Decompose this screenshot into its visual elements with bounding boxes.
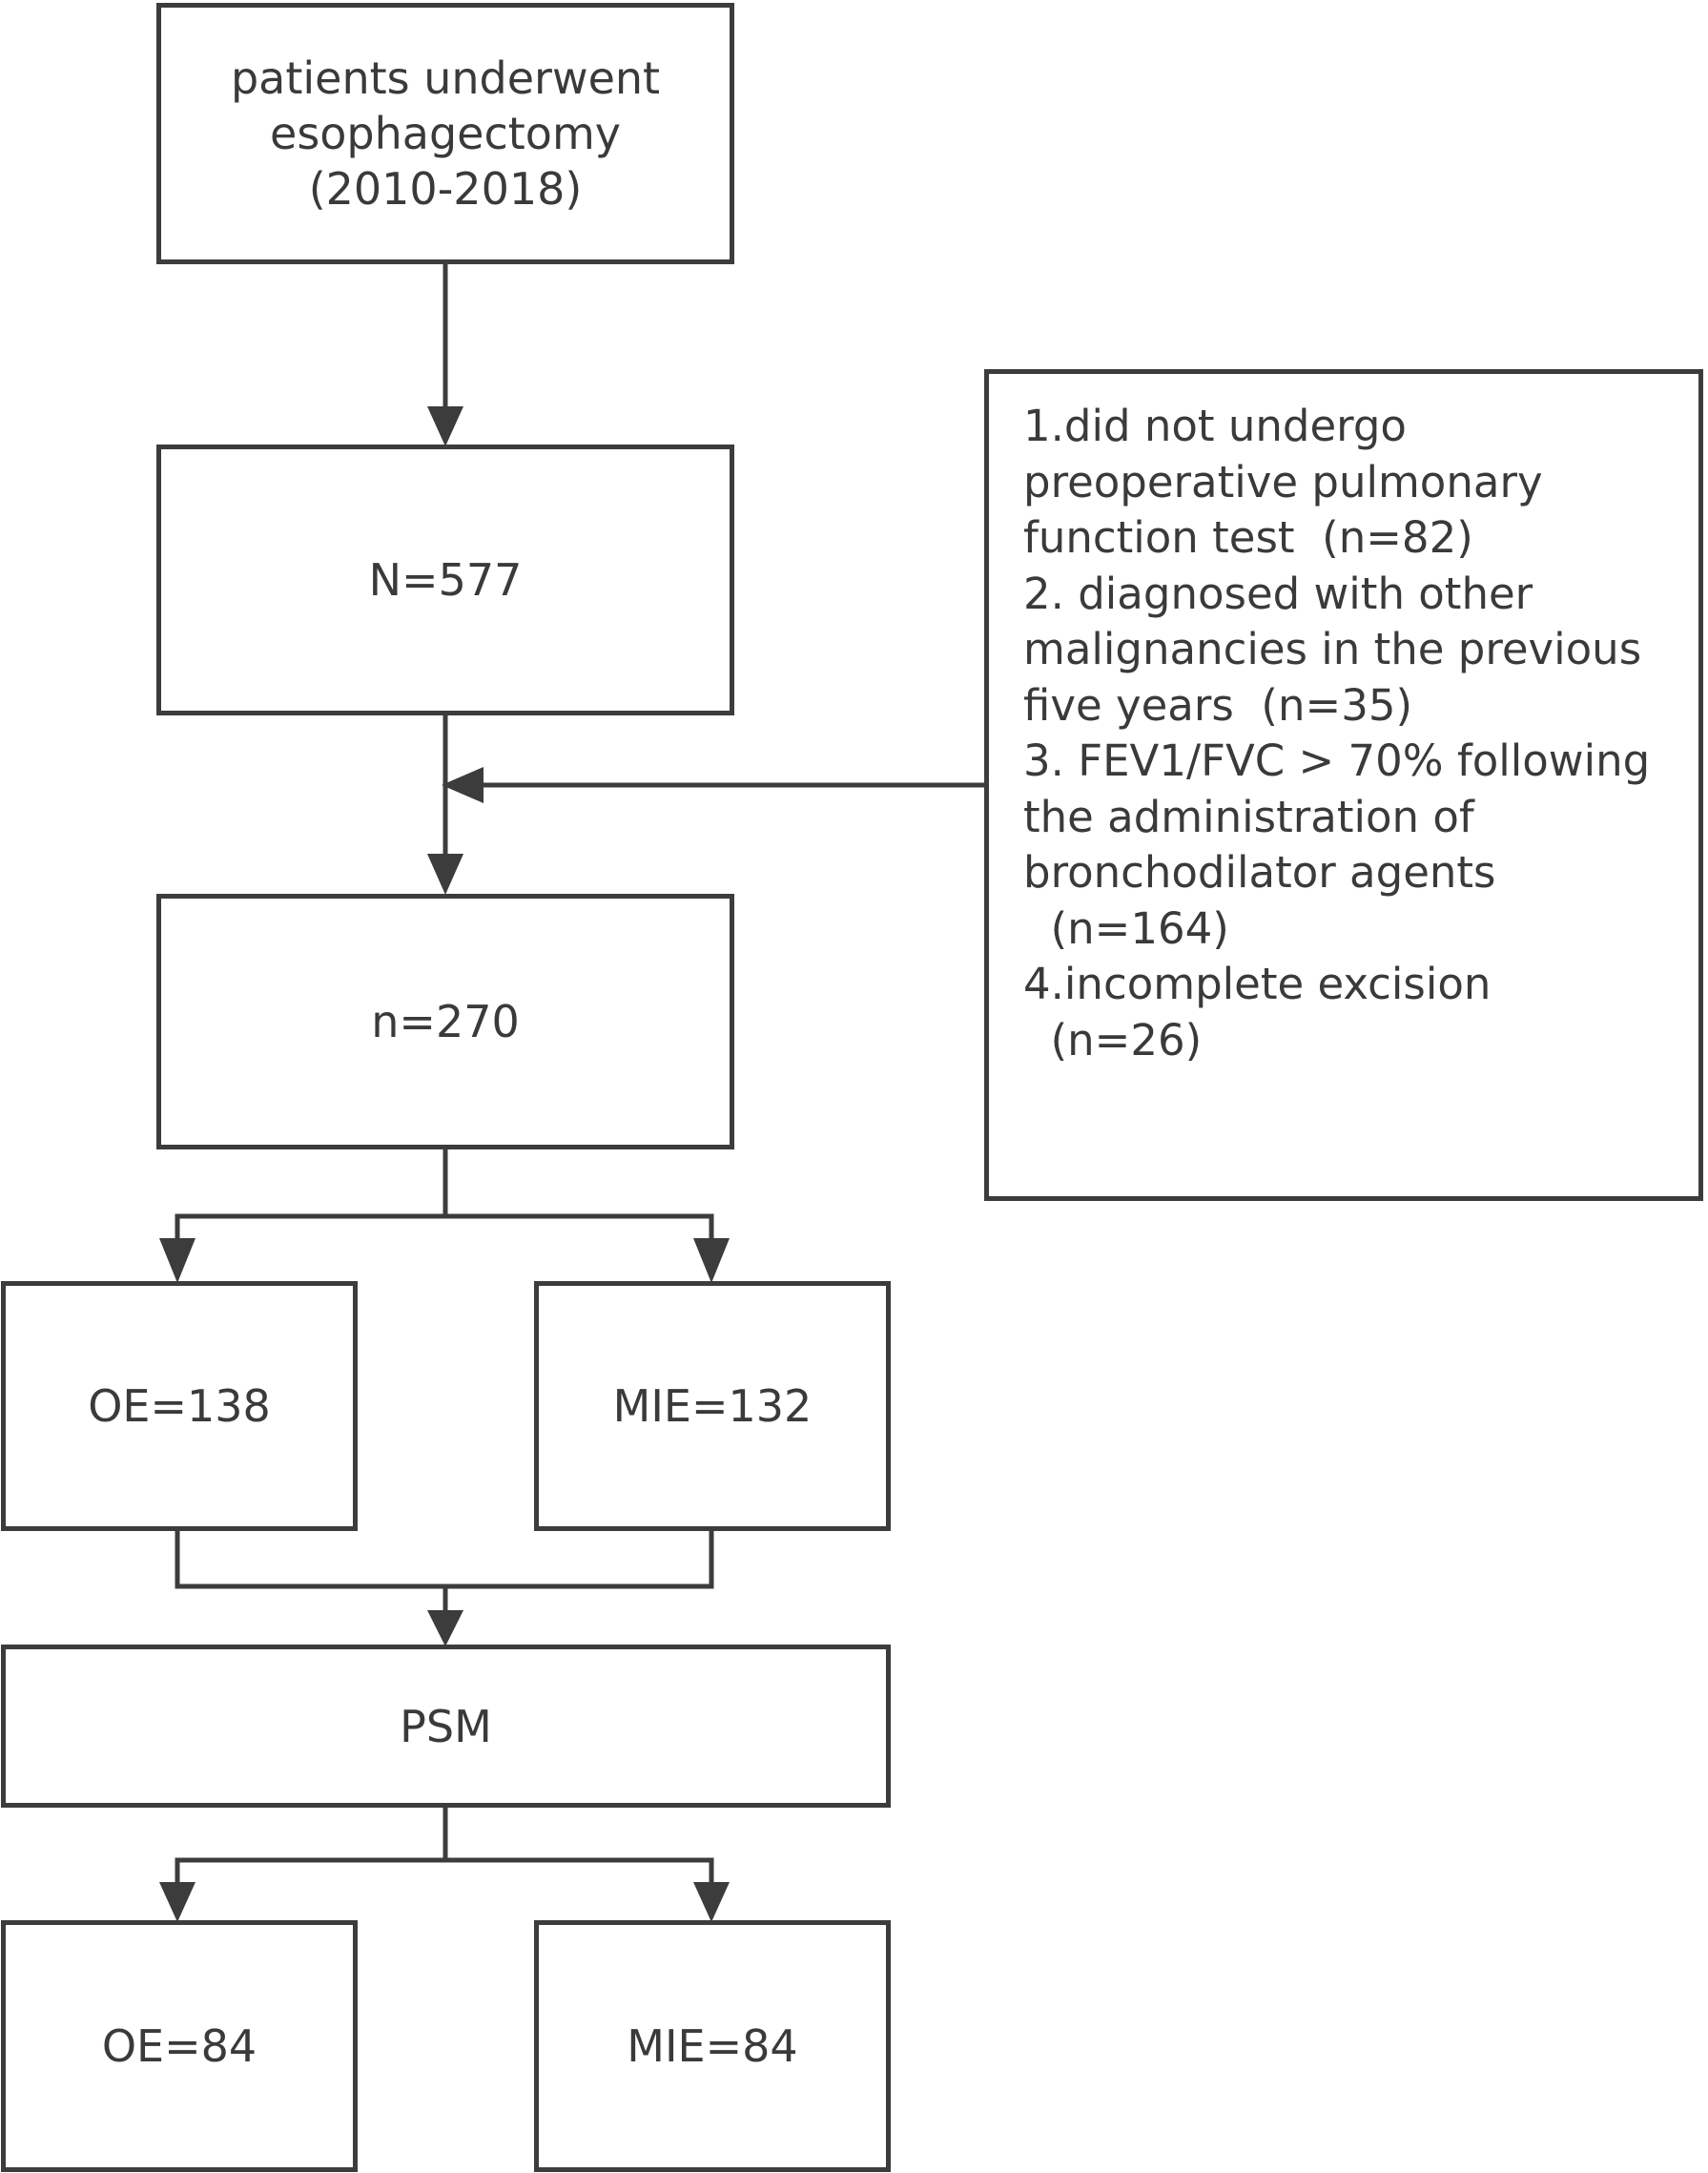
psm-box: PSM <box>1 1645 891 1808</box>
arrowhead-psm <box>427 1610 463 1646</box>
mie-post-box-label: MIE=84 <box>627 2020 798 2072</box>
exclusion-line: 1.did not undergo <box>1023 401 1407 451</box>
included-box-label: n=270 <box>371 996 520 1047</box>
connector-split-2 <box>175 1806 448 1884</box>
arrowhead-start-to-total <box>427 406 463 446</box>
oe-pre-box-label: OE=138 <box>88 1380 271 1432</box>
total-box-label: N=577 <box>368 554 523 606</box>
included-box: n=270 <box>156 894 734 1149</box>
connector-split-1 <box>175 1147 448 1240</box>
exclusion-line: (n=26) <box>1023 1014 1203 1066</box>
exclusion-criteria-box: 1.did not undergo preoperative pulmonary… <box>984 369 1703 1201</box>
exclusion-line: the administration of <box>1023 791 1474 842</box>
exclusion-line: malignancies in the previous <box>1023 624 1642 674</box>
start-box-label: patients underwent esophagectomy (2010-2… <box>230 52 661 215</box>
exclusion-line: 4.incomplete excision <box>1023 959 1492 1009</box>
arrowhead-total-to-included <box>427 854 463 895</box>
arrowhead-oe-pre <box>159 1238 195 1283</box>
arrowhead-oe-post <box>159 1882 195 1922</box>
connector-merge <box>175 1529 714 1589</box>
mie-pre-box: MIE=132 <box>534 1281 891 1531</box>
exclusion-line: 3. FEV1/FVC > 70% following <box>1023 735 1651 786</box>
connector-split-2-right <box>445 1857 714 1884</box>
oe-post-box-label: OE=84 <box>101 2020 257 2072</box>
mie-pre-box-label: MIE=132 <box>612 1380 813 1432</box>
exclusion-line: 2. diagnosed with other <box>1023 568 1533 619</box>
exclusion-line: five years (n=35) <box>1023 679 1413 731</box>
oe-pre-box: OE=138 <box>1 1281 358 1531</box>
mie-post-box: MIE=84 <box>534 1920 891 2172</box>
oe-post-box: OE=84 <box>1 1920 358 2172</box>
exclusion-line: bronchodilator agents <box>1023 847 1496 898</box>
arrowhead-mie-pre <box>693 1238 730 1283</box>
connector-split-1-right <box>445 1213 714 1240</box>
arrowhead-exclusion <box>442 767 484 803</box>
exclusion-line: preoperative pulmonary <box>1023 456 1543 507</box>
exclusion-line: function test (n=82) <box>1023 512 1473 563</box>
psm-box-label: PSM <box>400 1700 492 1752</box>
arrowhead-mie-post <box>693 1882 730 1922</box>
start-box: patients underwent esophagectomy (2010-2… <box>156 3 734 264</box>
total-box: N=577 <box>156 445 734 715</box>
exclusion-line: (n=164) <box>1023 902 1229 954</box>
